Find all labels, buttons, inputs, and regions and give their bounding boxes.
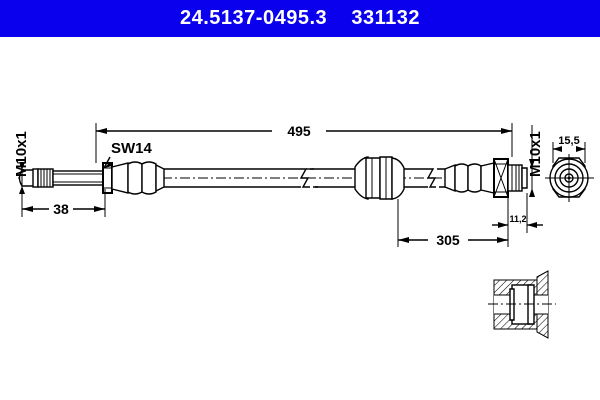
dimension-right-end: 11,2 bbox=[492, 193, 543, 233]
dimension-left-end-text: 38 bbox=[53, 201, 69, 217]
right-end-fitting bbox=[507, 164, 528, 192]
dimension-right-section: 305 bbox=[397, 199, 509, 248]
right-bracket-block bbox=[493, 158, 509, 198]
dimension-overall-length-text: 495 bbox=[287, 123, 311, 139]
dimension-end-view-diameter-text: 15,5 bbox=[558, 135, 579, 147]
hose-body-left bbox=[164, 168, 301, 188]
hose-body-mid bbox=[313, 168, 355, 188]
dimension-right-section-text: 305 bbox=[436, 232, 460, 248]
label-thread-right: M10x1 bbox=[527, 125, 544, 197]
right-crimp-ferrule bbox=[444, 162, 495, 194]
left-crimp-ferrule bbox=[111, 161, 165, 195]
end-view-circular bbox=[545, 154, 594, 202]
label-thread-left-text: M10x1 bbox=[13, 131, 30, 177]
dimension-overall-length: 495 bbox=[95, 123, 513, 163]
left-threaded-end bbox=[18, 168, 106, 188]
page-title: 24.5137-0495.3 331132 bbox=[180, 7, 420, 29]
label-wrench-size-text: SW14 bbox=[111, 140, 153, 157]
label-thread-right-text: M10x1 bbox=[527, 131, 544, 177]
header-banner bbox=[0, 0, 600, 37]
dimension-end-view-diameter: 15,5 bbox=[552, 135, 586, 163]
detail-section-view bbox=[488, 270, 556, 339]
label-wrench-size: SW14 bbox=[103, 140, 153, 169]
hose-body-right bbox=[404, 168, 428, 188]
dimension-left-end: 38 bbox=[21, 189, 106, 217]
technical-drawing: 495 38 305 bbox=[0, 37, 600, 400]
label-thread-left: M10x1 bbox=[13, 131, 30, 194]
drawing-svg: 495 38 305 bbox=[13, 123, 594, 339]
bellows-boot bbox=[354, 156, 405, 200]
dimension-right-end-text: 11,2 bbox=[509, 214, 526, 224]
